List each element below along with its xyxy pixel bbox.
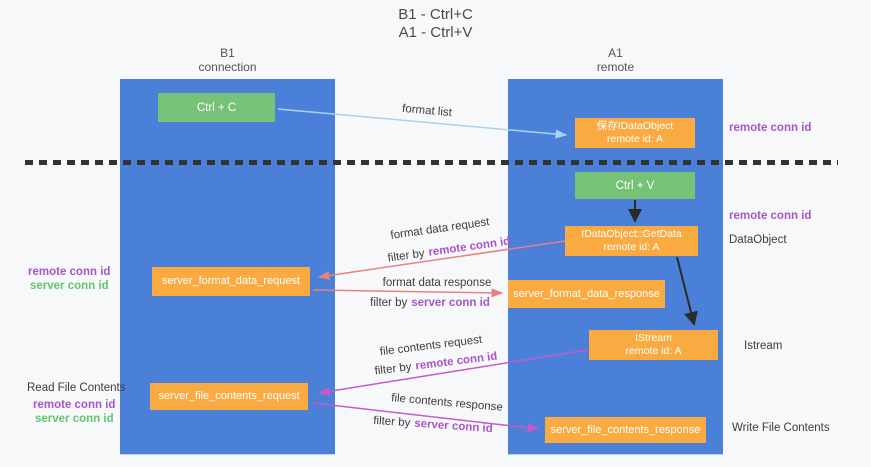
write-file-contents-label: Write File Contents [732,422,830,434]
read-file-contents-label: Read File Contents [27,382,126,394]
remote-conn-id-text: remote conn id [427,235,511,259]
file-contents-response-label: file contents response [390,392,504,414]
server-file-contents-request-label: server_file_contents_request [158,390,300,402]
server-file-contents-response-label: server_file_contents_response [550,423,701,436]
server-conn-id-text: server conn id [411,297,490,309]
right-remote-conn-id-top: remote conn id [729,122,812,134]
getdata-line1: IDataObject::GetData [581,228,682,240]
istream-line2: remote id: A [625,345,682,357]
save-dataobject-box: 保存IDataObject remote id: A [575,118,695,148]
server-conn-id-text: server conn id [413,417,494,436]
server-format-data-response-box: server_format_data_response [508,280,665,308]
format-data-request-label: format data request [389,216,491,242]
left-column-role: connection [198,59,257,74]
server-file-contents-response-box: server_file_contents_response [545,417,706,443]
right-column-header: A1 remote [508,46,723,74]
filter-by-text: filter by [387,247,426,265]
istream-box: IStream remote id: A [589,330,718,360]
left-column-name: B1 [220,46,235,60]
server-format-data-request-box: server_format_data_request [152,267,310,296]
istream-side-label: Istream [744,340,783,352]
format-list-label: format list [401,102,453,120]
getdata-line2: remote id: A [603,241,660,253]
diagram-title: B1 - Ctrl+C A1 - Ctrl+V [0,6,871,42]
left-server-conn-id-mid: server conn id [30,280,109,292]
left-server-conn-id-bottom: server conn id [35,413,114,425]
save-dataobject-line2: remote id: A [606,133,664,145]
format-data-response-label: format data response [382,277,492,289]
right-column-role: remote [596,59,635,74]
left-remote-conn-id-mid: remote conn id [28,266,111,278]
title-line-1: B1 - Ctrl+C [398,6,473,23]
getdata-box: IDataObject::GetData remote id: A [565,226,698,256]
filter-by-text: filter by [370,297,408,309]
istream-line1: IStream [635,332,672,344]
ctrl-c-box: Ctrl + C [158,93,275,122]
ctrl-v-box: Ctrl + V [575,172,695,199]
dataobject-label: DataObject [729,234,787,246]
server-format-data-response-label: server_format_data_response [513,287,660,300]
ctrl-c-label: Ctrl + C [196,101,237,114]
right-column-name: A1 [608,46,623,60]
arrow-format-data-response [312,288,504,298]
clipboard-boundary-divider [25,160,838,165]
filter-by-text: filter by [372,414,411,430]
remote-conn-id-text: remote conn id [414,350,499,373]
left-remote-conn-id-bottom: remote conn id [33,399,116,411]
title-line-2: A1 - Ctrl+V [398,24,473,41]
server-file-contents-request-box: server_file_contents_request [150,383,308,410]
filter-by-text: filter by [373,361,413,378]
ctrl-v-label: Ctrl + V [615,179,655,192]
save-dataobject-line1: 保存IDataObject [596,120,674,132]
server-format-data-request-label: server_format_data_request [161,275,301,287]
left-column-header: B1 connection [120,46,335,74]
right-remote-conn-id-mid: remote conn id [729,210,812,222]
